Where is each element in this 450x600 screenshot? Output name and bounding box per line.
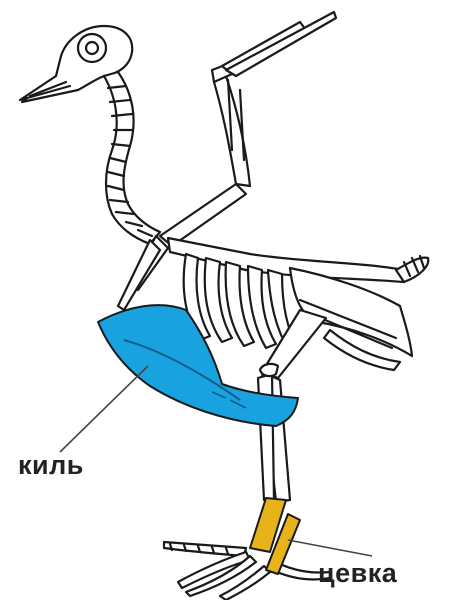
tail-bones bbox=[396, 256, 428, 282]
feet bbox=[164, 542, 330, 600]
wing bbox=[160, 12, 336, 246]
tarsus-leader-line bbox=[288, 540, 372, 556]
keel-leader-line bbox=[60, 366, 148, 452]
neck-vertebrae bbox=[104, 72, 160, 244]
keel-label: киль bbox=[18, 450, 84, 481]
tarsus-label: цевка bbox=[318, 558, 397, 589]
tarsus-highlight bbox=[250, 498, 300, 574]
